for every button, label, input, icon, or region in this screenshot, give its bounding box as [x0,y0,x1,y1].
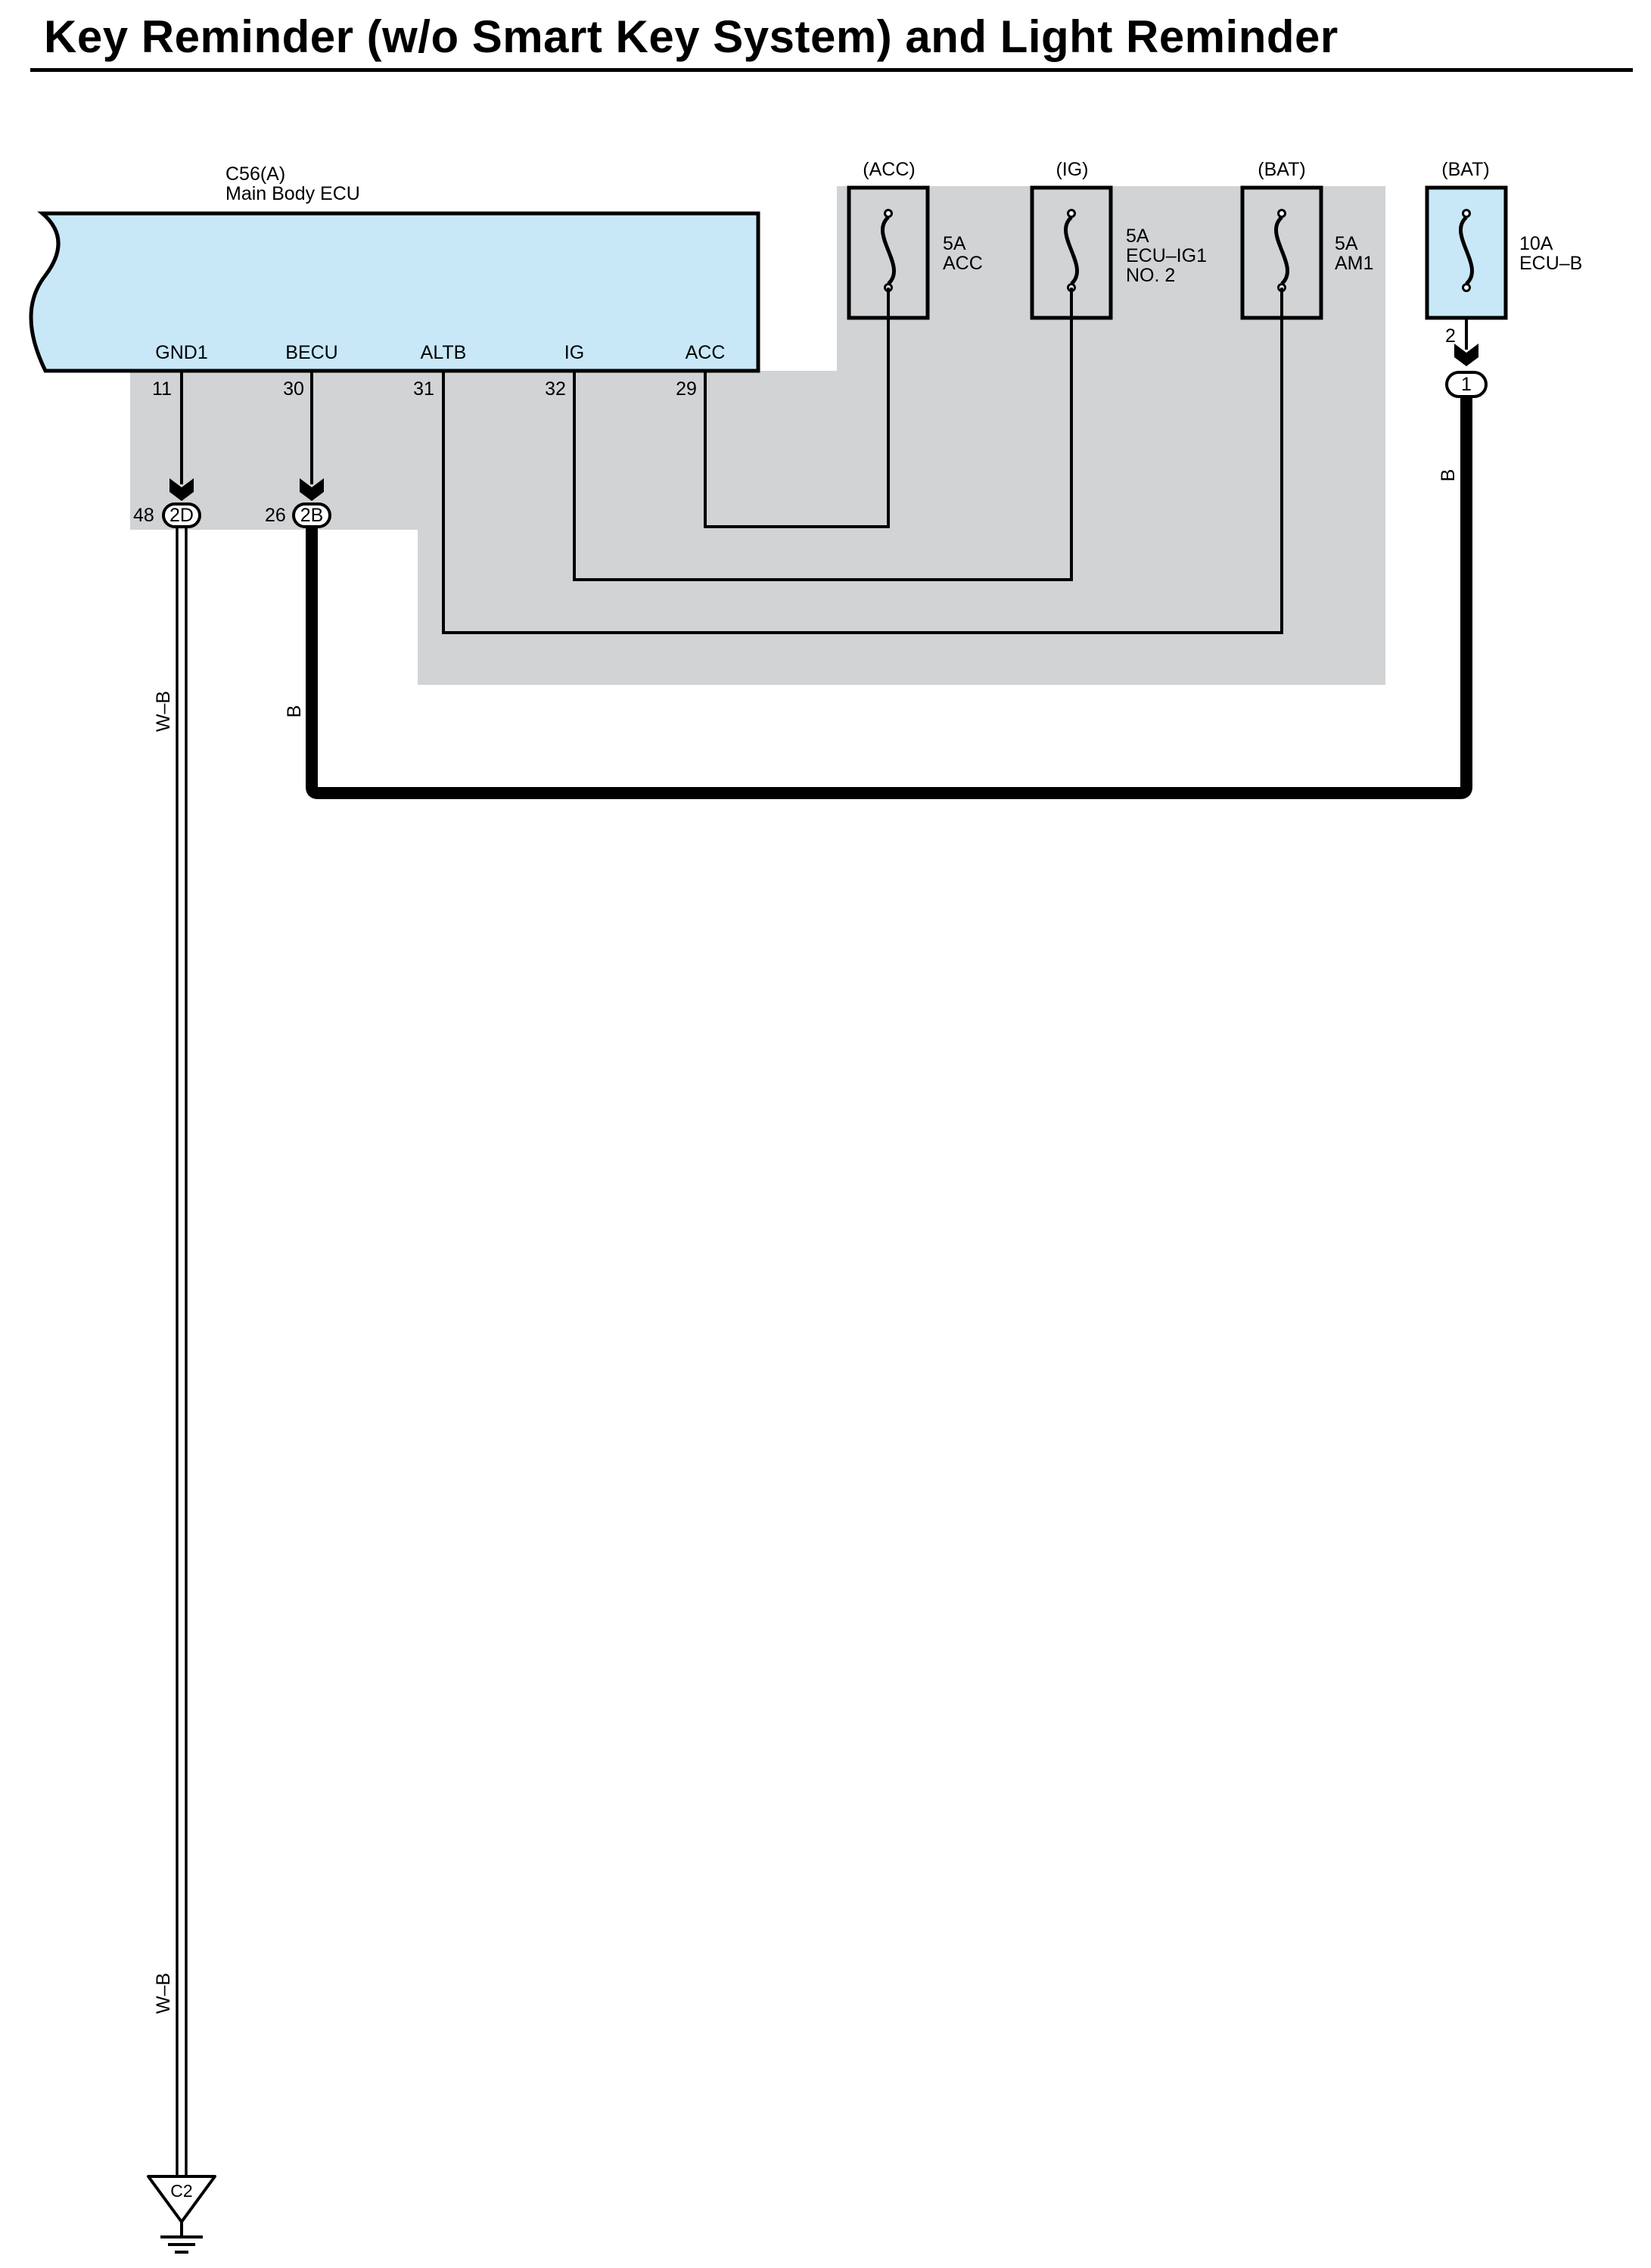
fuse-element-icon [1064,216,1079,285]
connector-arrows [169,344,1478,501]
fuse-name-line: ECU–B [1519,253,1582,274]
pin-label-acc: ACC [686,342,726,363]
wire-acc [704,288,890,528]
fuse-terminal [1277,209,1286,218]
junction-oval [1445,371,1488,398]
fuse-source: (ACC) [863,159,915,180]
wire-color-ecub: B [1438,469,1459,482]
chevron-down-icon [169,478,194,501]
pin-label-altb: ALTB [421,342,467,363]
fuse-rating: 5A [943,233,966,254]
ecu-pin-numbers: 11 30 31 32 29 [152,378,697,400]
fuse-source: (BAT) [1258,159,1305,180]
shade-bottom [418,528,1385,685]
ecu-name: Main Body ECU [225,183,360,204]
wire-ground [176,527,188,2176]
fuse-element-icon [1274,216,1289,285]
fuse-source: (IG) [1056,159,1088,180]
ecu-connector-code: C56(A) [225,163,285,185]
junction-label: 2D [169,505,194,526]
fuse-name-line: AM1 [1335,253,1373,274]
pin-label-ig: IG [564,342,584,363]
fuse-element-icon [1459,216,1474,285]
junction-2b: 26 2B [265,502,331,528]
fuse-rating: 10A [1519,233,1553,254]
junction-1: 1 [1445,371,1488,398]
junction-label: 2B [300,505,324,526]
fuse-rating: 5A [1335,233,1358,254]
shade-middle [130,371,1385,530]
fuse-terminal [1462,209,1471,218]
ground-label: C2 [170,2181,192,2201]
wire-color-gnd-lower: W–B [153,1973,174,2014]
fuse-source: (BAT) [1441,159,1489,180]
wire-color-becu: B [284,705,305,718]
fuse-terminal [884,209,893,218]
fuse-name-line: ECU–IG1 [1126,245,1207,266]
wire-color-gnd-upper: W–B [153,691,174,732]
fuse-terminal [1462,283,1471,292]
pin-number-32: 32 [545,378,566,400]
pin-number-29: 29 [676,378,697,400]
wire-altb [442,288,1283,634]
fuse-name-line: NO. 2 [1126,265,1175,286]
fuse-pin-number: 2 [1445,325,1456,347]
junction-pin: 48 [133,505,154,526]
fuse-name-line: ACC [943,253,983,274]
chevron-down-icon [300,478,324,501]
pin-label-gnd1: GND1 [155,342,207,363]
fuse-terminal [1067,209,1076,218]
ground-symbol: C2 [147,2175,216,2254]
title-rule [30,68,1633,72]
junction-oval [162,502,201,528]
signal-wires [180,288,1468,634]
junction-2d: 48 2D [133,502,201,528]
fuse-rating: 5A [1126,226,1149,247]
chevron-down-icon [1454,344,1478,366]
junction-label: 1 [1461,374,1472,395]
wire-b-loop [306,395,1472,799]
fuse-ecu-b: (BAT) 10A ECU–B 2 [1425,159,1582,347]
pin-label-becu: BECU [285,342,337,363]
ecu-pin-labels: GND1 BECU ALTB IG ACC [155,342,725,363]
page-title: Key Reminder (w/o Smart Key System) and … [44,11,1339,62]
fuse-element-icon [881,216,896,285]
ecu-body [29,211,760,373]
wire-ig [573,288,1073,581]
pin-number-31: 31 [413,378,434,400]
pin-number-11: 11 [152,378,172,400]
junction-pin: 26 [265,505,286,526]
ground-triangle [147,2175,216,2223]
pin-number-30: 30 [283,378,304,400]
